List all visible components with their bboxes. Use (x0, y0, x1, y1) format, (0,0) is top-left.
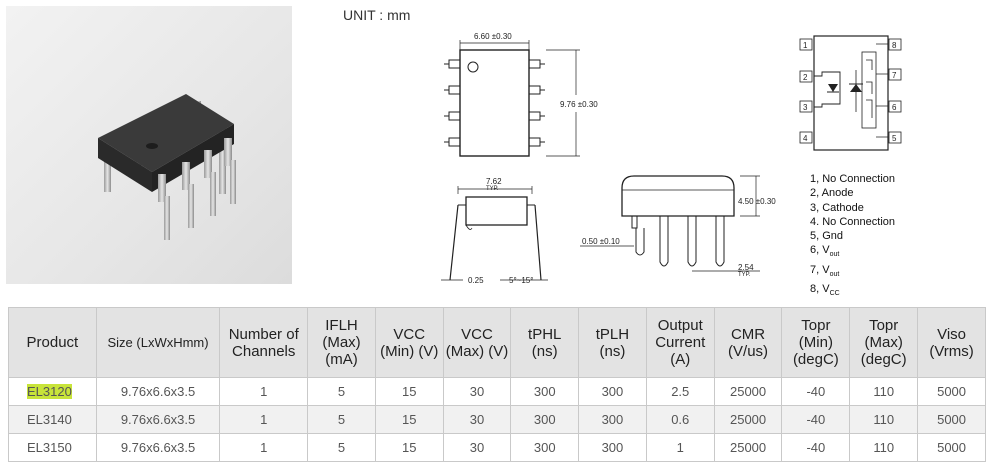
product-cell[interactable]: EL3120 (8, 377, 97, 406)
product-cell[interactable]: EL3140 (8, 405, 97, 434)
table-cell: 5 (307, 405, 376, 434)
table-cell: 5 (307, 377, 376, 406)
table-cell: 1 (219, 405, 309, 434)
table-row: EL3120 9.76x6.6x3.5 1 5 15 30 300 300 2.… (8, 377, 986, 406)
table-cell: -40 (781, 405, 851, 434)
table-row: EL3150 9.76x6.6x3.5 1 5 15 30 300 300 1 … (8, 433, 986, 462)
product-link-el3140[interactable]: EL3140 (27, 412, 72, 427)
header-vcc-max: VCC (Max) (V) (442, 307, 512, 378)
table-cell: 5000 (917, 377, 986, 406)
pin-legend-item: 5, Gnd (810, 230, 844, 243)
schematic-pin-5: 5 (892, 134, 897, 143)
table-cell: 110 (849, 377, 919, 406)
dim-row-spacing-note: TYP. (486, 186, 499, 192)
table-cell: 300 (578, 405, 647, 434)
table-cell: 30 (442, 377, 512, 406)
table-cell: 25000 (713, 377, 783, 406)
pin-legend-item: 7, Vout (810, 263, 840, 279)
dim-pitch-note: TYP. (738, 272, 751, 278)
schematic-pin-2: 2 (803, 73, 808, 82)
table-cell: 9.76x6.6x3.5 (95, 433, 221, 462)
header-topr-max: Topr (Max) (degC) (849, 307, 919, 378)
table-row: EL3140 9.76x6.6x3.5 1 5 15 30 300 300 0.… (8, 405, 986, 434)
table-cell: 5 (307, 433, 376, 462)
schematic-pin-3: 3 (803, 103, 808, 112)
table-cell: 30 (442, 433, 512, 462)
table-cell: 300 (510, 377, 580, 406)
table-cell: 300 (578, 433, 647, 462)
table-cell: 25000 (713, 405, 783, 434)
table-cell: 300 (578, 377, 647, 406)
header-channels: Number of Channels (219, 307, 309, 378)
product-photo (6, 6, 292, 284)
schematic-pin-numbers: 1 2 3 4 5 6 7 8 (803, 41, 897, 143)
table-cell: 300 (510, 405, 580, 434)
pinout-schematic (799, 35, 902, 151)
pin-legend-item: 1, No Connection (810, 173, 895, 185)
dim-row-spacing: 7.62 (486, 177, 502, 186)
table-cell: 15 (374, 405, 444, 434)
table-header-row: Product Size (LxWxHmm) Number of Channel… (8, 307, 986, 378)
header-topr-min: Topr (Min) (degC) (781, 307, 851, 378)
table-cell: -40 (781, 377, 851, 406)
table-cell: 300 (510, 433, 580, 462)
dim-body-length: 9.76 ±0.30 (560, 100, 598, 109)
table-cell: 9.76x6.6x3.5 (95, 377, 221, 406)
pin-legend-item: 2, Anode (810, 187, 854, 200)
dip8-package-image (98, 94, 236, 240)
header-tphl: tPHL (ns) (510, 307, 580, 378)
header-size: Size (LxWxHmm) (95, 307, 221, 378)
schematic-pin-1: 1 (803, 41, 808, 50)
product-link-el3120[interactable]: EL3120 (27, 384, 72, 399)
pin-legend-item: 3, Cathode (810, 201, 864, 214)
dim-lead-thickness: 0.25 (468, 276, 484, 285)
table-cell: 2.5 (645, 377, 715, 406)
table-cell: 15 (374, 377, 444, 406)
header-output-current: Output Current (A) (645, 307, 715, 378)
schematic-pin-7: 7 (892, 71, 897, 80)
table-cell: 9.76x6.6x3.5 (95, 405, 221, 434)
end-view-drawing (441, 186, 548, 281)
schematic-pin-6: 6 (892, 103, 897, 112)
product-cell[interactable]: EL3150 (8, 433, 97, 462)
pin-legend: 1, No Connection 2, Anode 3, Cathode 4. … (810, 172, 895, 302)
table-cell: 0.6 (645, 405, 715, 434)
top-view-drawing (444, 40, 580, 157)
header-iflh: IFLH (Max) (mA) (307, 307, 376, 378)
table-cell: 5000 (917, 405, 986, 434)
header-product: Product (8, 307, 97, 378)
pin-legend-item: 4. No Connection (810, 215, 895, 228)
table-cell: 15 (374, 433, 444, 462)
mechanical-drawing: 6.60 ±0.30 9.76 ±0.30 7.62 TYP. 0.25 5°~… (441, 32, 902, 285)
header-cmr: CMR (V/us) (713, 307, 783, 378)
header-vcc-min: VCC (Min) (V) (374, 307, 444, 378)
table-cell: 1 (219, 433, 309, 462)
dim-lead-width: 0.50 ±0.10 (582, 237, 620, 246)
dim-body-width: 6.60 ±0.30 (474, 32, 512, 41)
schematic-pin-4: 4 (803, 134, 808, 143)
dim-lead-angle: 5°~15° (509, 276, 533, 285)
product-link-el3150[interactable]: EL3150 (27, 440, 72, 455)
table-cell: 110 (849, 433, 919, 462)
header-viso: Viso (Vrms) (917, 307, 986, 378)
dim-height: 4.50 ±0.30 (738, 197, 776, 206)
spec-table: Product Size (LxWxHmm) Number of Channel… (8, 307, 986, 462)
table-cell: 110 (849, 405, 919, 434)
schematic-pin-8: 8 (892, 41, 897, 50)
table-cell: 5000 (917, 433, 986, 462)
table-cell: 30 (442, 405, 512, 434)
table-cell: -40 (781, 433, 851, 462)
side-view-drawing (580, 175, 760, 272)
pin-legend-item: 6, Vout (810, 244, 840, 259)
table-cell: 1 (219, 377, 309, 406)
table-cell: 1 (645, 433, 715, 462)
table-cell: 25000 (713, 433, 783, 462)
header-tplh: tPLH (ns) (578, 307, 647, 378)
unit-label: UNIT : mm (343, 7, 411, 23)
dim-pitch: 2.54 (738, 263, 754, 272)
pin-legend-item: 8, VCC (810, 283, 840, 298)
